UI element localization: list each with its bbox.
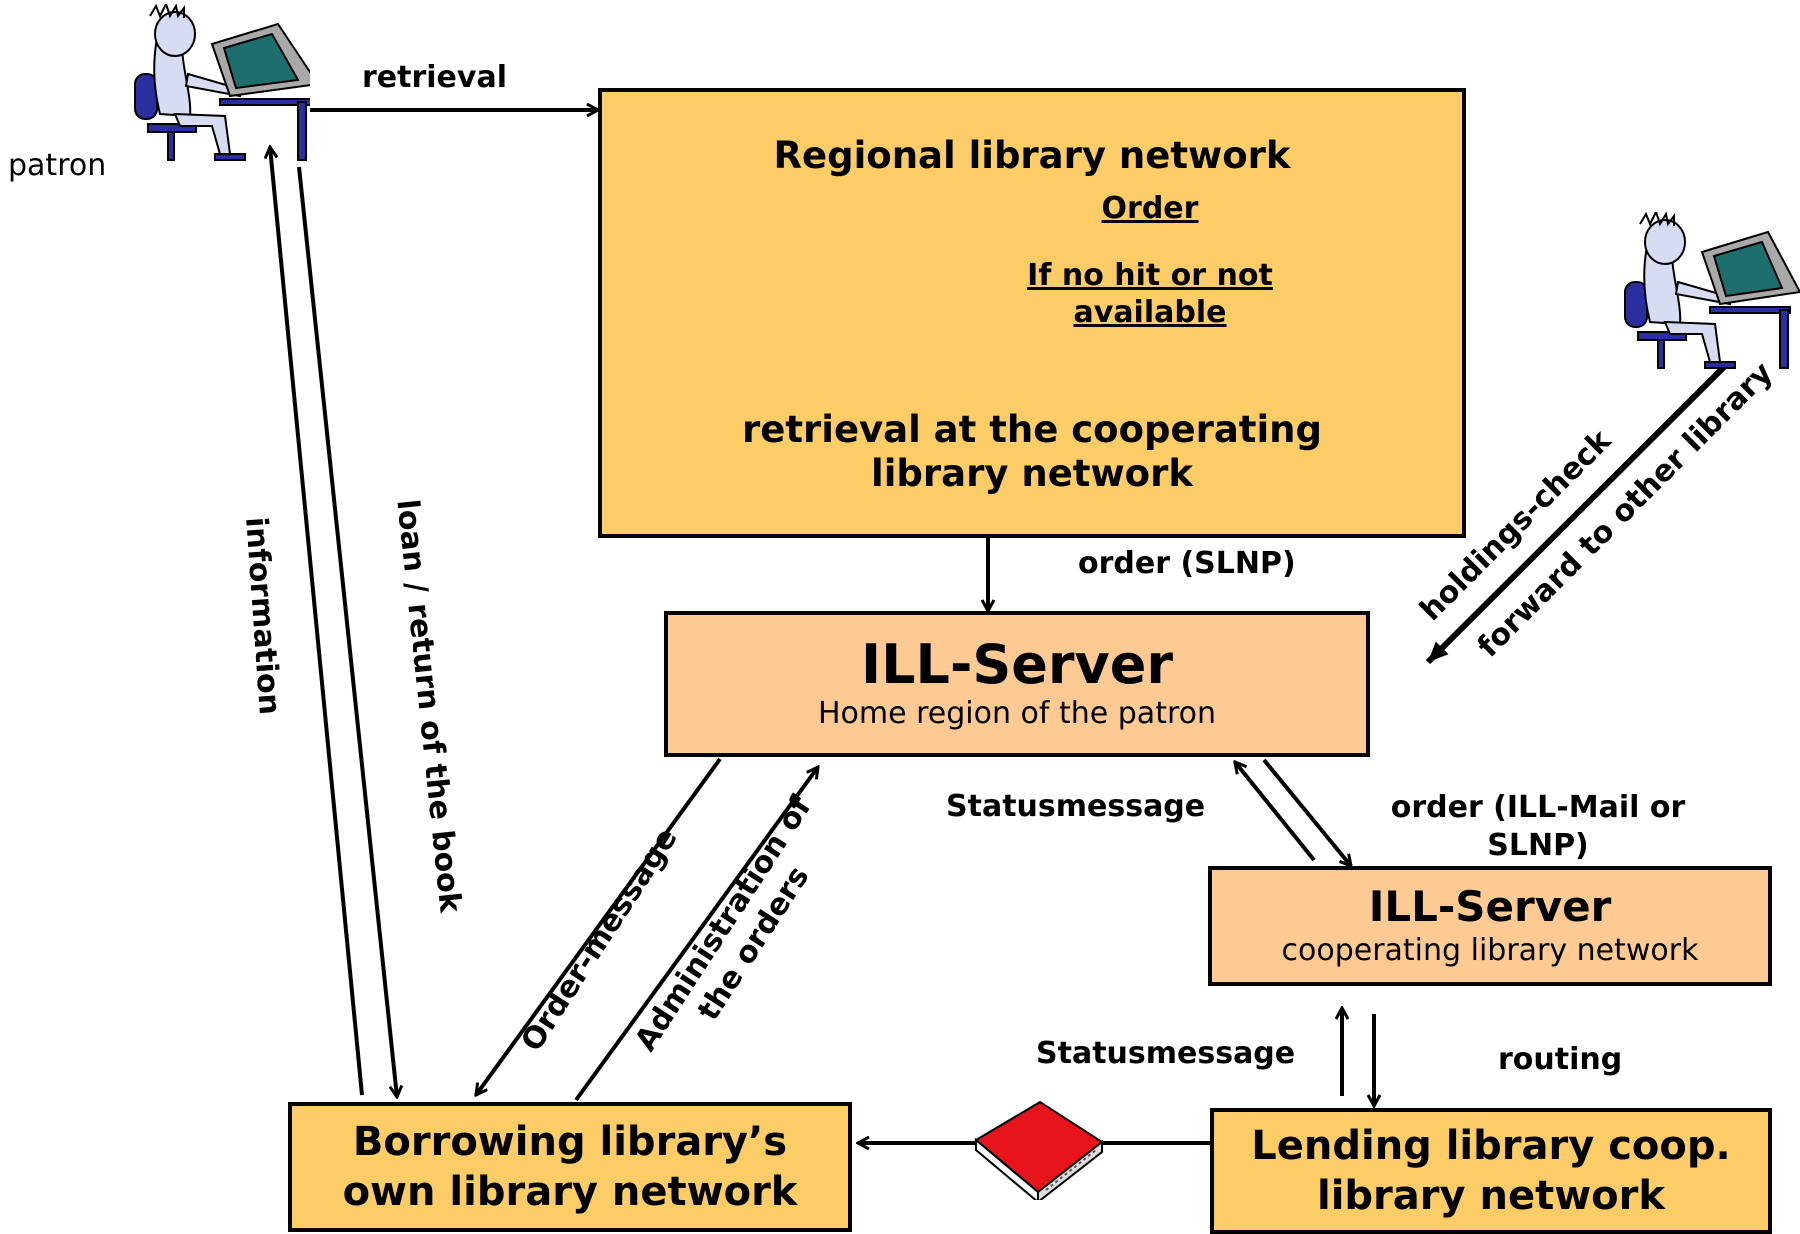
order-message-arrow bbox=[476, 757, 722, 1095]
loan-return-arrow bbox=[297, 166, 397, 1097]
retrieval-label: retrieval bbox=[362, 60, 507, 95]
order-ill-mail-label: order (ILL-Mail or SLNP) bbox=[1390, 790, 1686, 864]
routing-label: routing bbox=[1498, 1042, 1623, 1077]
holdings-check-arrow bbox=[1425, 361, 1730, 665]
ill-server-coop-box: ILL-Server cooperating library network bbox=[1208, 866, 1772, 986]
patron-computer-icon bbox=[134, 4, 310, 161]
book-icon bbox=[974, 1100, 1104, 1200]
borrowing-library-title: Borrowing library’s own library network bbox=[342, 1119, 798, 1215]
ill-server-coop-title: ILL-Server bbox=[1368, 882, 1612, 932]
information-arrow bbox=[270, 147, 364, 1096]
lending-library-box: Lending library coop. library network bbox=[1210, 1108, 1772, 1234]
regional-network-title: Regional library network bbox=[773, 134, 1291, 177]
regional-no-hit-label: If no hit or not available bbox=[1027, 258, 1273, 330]
status-upper-label: Statusmessage bbox=[946, 789, 1206, 824]
regional-order-label: Order bbox=[1101, 191, 1199, 226]
order-slnp-label: order (SLNP) bbox=[1078, 546, 1296, 581]
ill-server-home-subtitle: Home region of the patron bbox=[818, 695, 1216, 731]
cooperating-user-computer-icon bbox=[1624, 212, 1800, 369]
order-ill-mail-arrow bbox=[1262, 758, 1351, 866]
patron-label: patron bbox=[8, 148, 107, 183]
borrowing-library-box: Borrowing library’s own library network bbox=[288, 1102, 852, 1232]
ill-server-home-box: ILL-Server Home region of the patron bbox=[664, 611, 1370, 757]
lending-library-title: Lending library coop. library network bbox=[1251, 1123, 1731, 1219]
administration-arrow bbox=[574, 767, 818, 1102]
ill-server-home-title: ILL-Server bbox=[861, 633, 1173, 697]
status-lower-label: Statusmessage bbox=[1036, 1036, 1296, 1071]
regional-library-network-box bbox=[598, 88, 1466, 538]
ill-server-coop-subtitle: cooperating library network bbox=[1281, 932, 1699, 968]
regional-retrieval-coop-label: retrieval at the cooperating library net… bbox=[741, 408, 1322, 496]
status-upper-arrow bbox=[1235, 762, 1316, 862]
